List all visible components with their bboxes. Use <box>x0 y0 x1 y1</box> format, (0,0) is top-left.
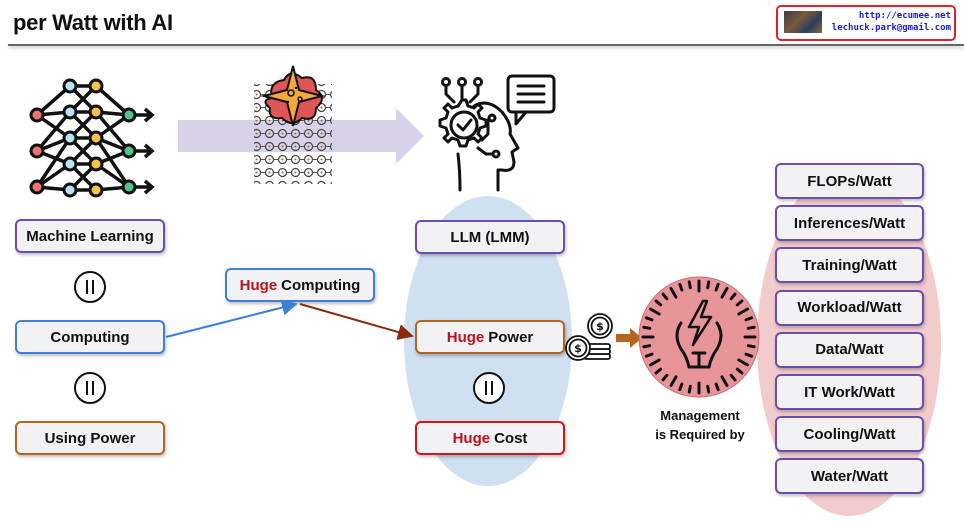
gauge-tick <box>737 358 749 367</box>
power-bulb-gauge-icon <box>638 276 760 398</box>
equals-icon <box>74 271 106 303</box>
gauge-tick <box>654 299 663 307</box>
gauge-tick <box>744 352 754 358</box>
ai-head-gear-icon <box>438 74 556 192</box>
highlight-word: Huge <box>446 328 485 346</box>
coins-icon: $ $ <box>565 313 613 361</box>
metric-box: Data/Watt <box>775 331 924 368</box>
gauge-tick <box>649 307 661 316</box>
gauge-tick <box>644 316 654 322</box>
gauge-tick <box>714 382 720 392</box>
metric-box: IT Work/Watt <box>775 374 924 410</box>
gauge-tick <box>737 307 749 316</box>
gauge-tick <box>642 325 652 330</box>
gauge-tick <box>687 280 692 290</box>
gauge-tick <box>642 344 652 349</box>
computing-box: Computing <box>15 320 165 354</box>
metric-box: FLOPs/Watt <box>775 163 924 199</box>
gauge-tick <box>687 384 692 394</box>
gauge-tick <box>729 292 737 301</box>
svg-text:$: $ <box>574 342 582 355</box>
gauge-tick <box>678 282 684 292</box>
gauge-tick <box>720 375 729 387</box>
gauge-tick <box>706 384 711 394</box>
huge-cost-box: Huge Cost <box>415 421 565 455</box>
title-divider <box>8 44 964 46</box>
llm-box: LLM (LMM) <box>415 220 565 254</box>
gauge-tick <box>714 282 720 292</box>
gauge-tick <box>661 292 669 301</box>
metric-box: Workload/Watt <box>775 289 924 326</box>
neural-network-icon <box>29 78 155 198</box>
box-label: Cost <box>494 429 528 447</box>
gauge-tick <box>669 375 678 387</box>
gauge-tick <box>649 358 661 367</box>
box-label: Power <box>488 328 534 346</box>
gauge-tick <box>735 367 744 375</box>
management-line-2: is Required by <box>655 427 745 442</box>
svg-text:$: $ <box>596 320 604 333</box>
highlight-word: Huge <box>239 276 278 294</box>
gauge-tick <box>735 299 744 307</box>
huge-computing-to-huge-power-arrow <box>299 303 414 340</box>
contact-url[interactable]: http://ecumee.net <box>858 11 951 21</box>
computing-to-huge-computing-arrow <box>165 299 298 338</box>
gauge-tick <box>744 316 754 322</box>
machine-learning-box: Machine Learning <box>15 219 165 253</box>
metric-box: Training/Watt <box>775 247 924 284</box>
author-thumbnail <box>784 11 822 33</box>
gauge-tick <box>654 367 663 375</box>
management-caption: Management is Required by <box>628 406 772 444</box>
highlight-word: Huge <box>452 429 491 447</box>
equals-icon <box>74 372 106 404</box>
page-title: per Watt with AI <box>13 10 173 35</box>
management-line-1: Management <box>660 408 740 423</box>
gauge-tick <box>746 325 756 330</box>
coins-to-management-arrow <box>616 328 642 348</box>
gauge-tick <box>746 344 756 349</box>
using-power-box: Using Power <box>15 421 165 455</box>
explosion-grid-icon <box>254 65 332 184</box>
contact-email[interactable]: lechuck.park@gmail.com <box>831 23 951 33</box>
metric-box: Inferences/Watt <box>775 205 924 242</box>
metric-box: Cooling/Watt <box>775 416 924 453</box>
equals-icon <box>473 372 505 404</box>
contact-badge: http://ecumee.net lechuck.park@gmail.com <box>776 5 956 41</box>
gauge-tick <box>720 287 729 299</box>
huge-computing-box: Huge Computing <box>225 268 375 302</box>
metric-box: Water/Watt <box>775 458 924 495</box>
gauge-tick <box>669 287 678 299</box>
box-label: Computing <box>281 276 361 294</box>
gauge-tick <box>678 382 684 392</box>
huge-power-box: Huge Power <box>415 320 565 354</box>
gauge-tick <box>729 373 737 382</box>
gauge-tick <box>661 373 669 382</box>
gauge-tick <box>644 352 654 358</box>
gauge-tick <box>706 280 711 290</box>
